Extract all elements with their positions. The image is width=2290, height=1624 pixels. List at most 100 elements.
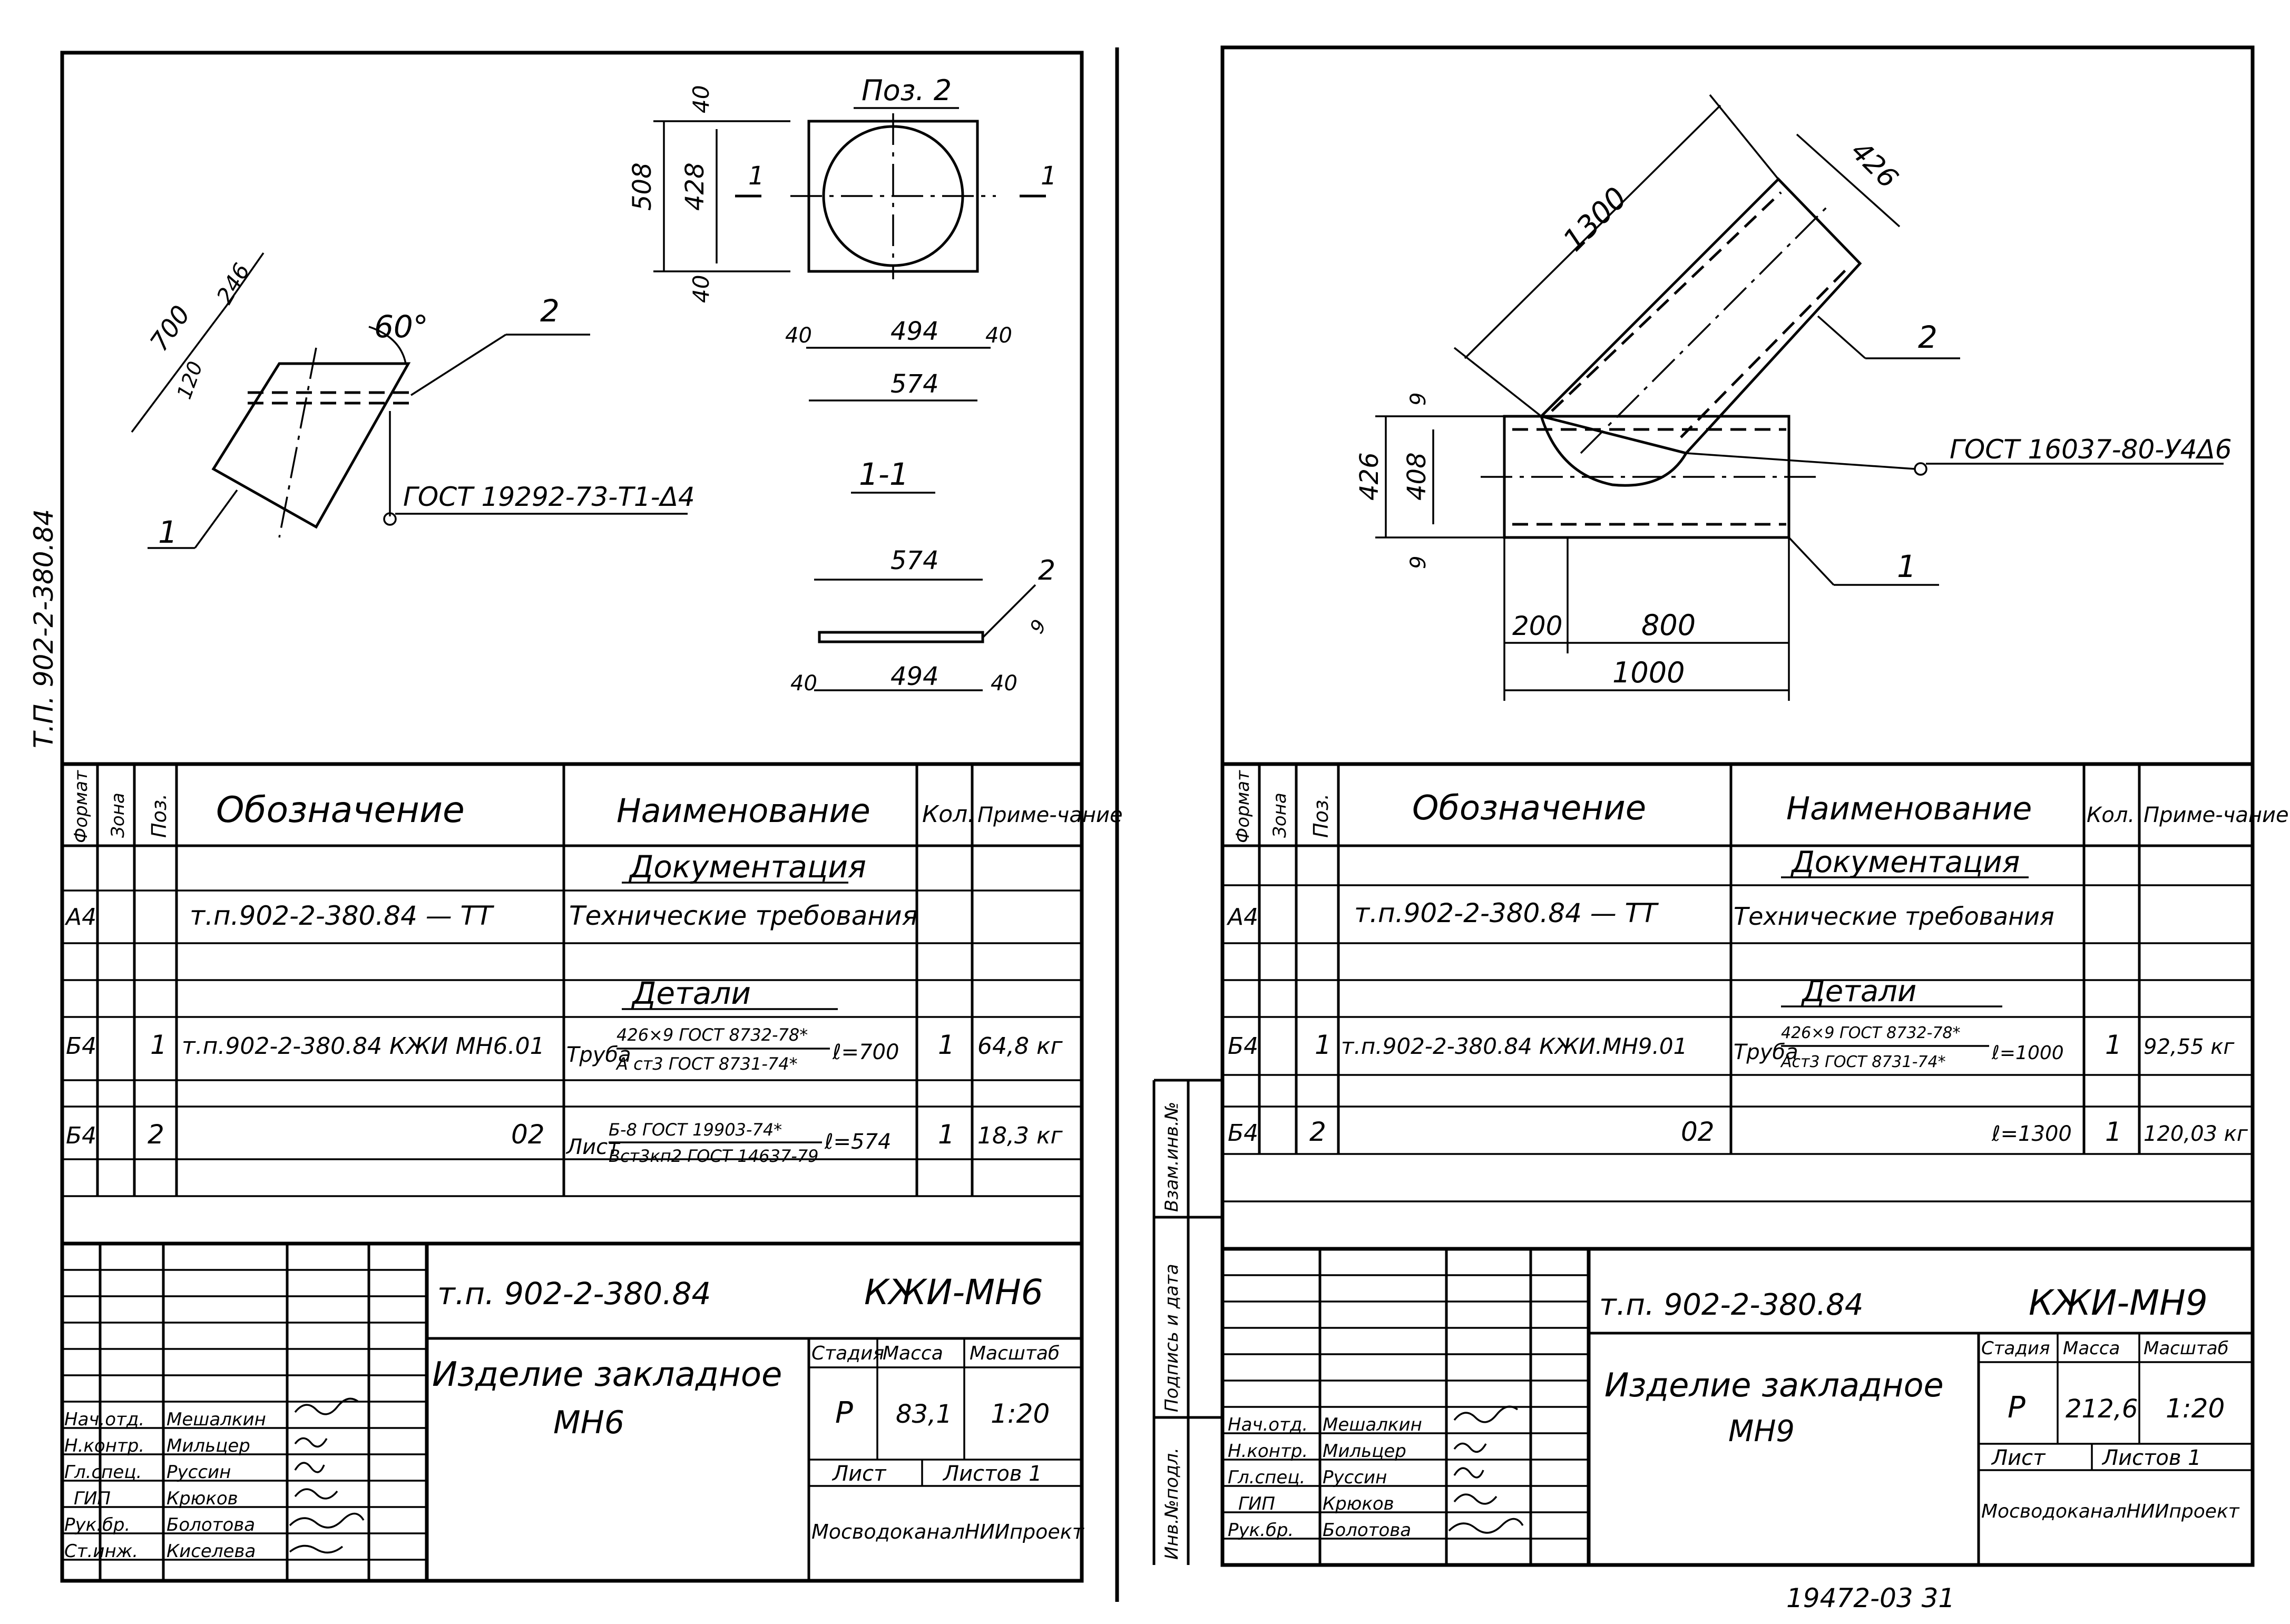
row-format: Б4: [1228, 1120, 1258, 1147]
row-format: Б4: [66, 1122, 96, 1149]
header-name: Наименование: [1786, 790, 2032, 827]
tb-person: Руссин: [167, 1462, 231, 1483]
signature: [294, 1397, 359, 1415]
dim-line-246: [226, 252, 265, 307]
tb-role: Н.контр.: [1228, 1441, 1308, 1462]
tb-title-mark: МН6: [553, 1404, 624, 1441]
signature: [294, 1437, 328, 1448]
tb-org: МосводоканалНИИпроект: [1981, 1501, 2240, 1522]
branch-center-line: [1580, 204, 1829, 454]
tb-scale: 1:20: [2166, 1393, 2225, 1424]
tb-stage-header: Стадия: [1981, 1338, 2050, 1359]
signature: [1448, 1518, 1524, 1534]
angle-arc: [368, 326, 407, 364]
branch-inner-line: [1680, 268, 1848, 438]
tb-role: Н.контр.: [64, 1435, 144, 1456]
section-docs: Документация: [1790, 845, 2020, 879]
leader-line-2: [1817, 315, 1866, 359]
dim-246: 246: [211, 259, 255, 308]
row-pos: 2: [148, 1119, 164, 1150]
row-format: Б4: [1228, 1033, 1258, 1060]
tb-mass-header: Масса: [883, 1343, 943, 1364]
ext-line: [1709, 94, 1779, 180]
tb-person: Болотова: [167, 1514, 255, 1535]
row-qty: 1: [2105, 1030, 2122, 1060]
left-spec-table: Формат Зона Поз. Обозначение Наименовани…: [62, 762, 1123, 1246]
tb-role: Гл.спец.: [1228, 1467, 1305, 1488]
row-name: Технические требования: [1734, 902, 2054, 931]
section-docs: Документация: [628, 849, 866, 885]
angle-60: 60°: [374, 309, 428, 345]
section-details: Детали: [631, 975, 751, 1011]
section-label: 1-1: [859, 456, 909, 492]
row-note: 120,03 кг: [2144, 1122, 2248, 1146]
stamp-sign-date: Подпись и дата: [1161, 1264, 1182, 1412]
dim-40-bottom: 40: [688, 275, 714, 303]
row-name-length: ℓ=1300: [1991, 1122, 2072, 1146]
signature: [294, 1488, 338, 1500]
dim-494-section: 494: [890, 662, 939, 691]
tb-person: Крюков: [167, 1488, 238, 1509]
leader-label-1: 1: [1897, 549, 1916, 584]
section-mark-label-right: 1: [1041, 161, 1057, 191]
signature: [1453, 1467, 1484, 1479]
dim-574-section: 574: [890, 546, 939, 575]
signature: [289, 1544, 344, 1554]
tb-person: Киселева: [167, 1541, 256, 1562]
header-designation: Обозначение: [216, 789, 465, 831]
leader-line-1: [1788, 536, 1835, 586]
signature: [1453, 1493, 1498, 1505]
tb-sheet-label: Лист: [1991, 1446, 2046, 1470]
tb-title-mark: МН9: [1728, 1414, 1795, 1449]
signature: [1453, 1442, 1487, 1453]
dim-508: 508: [628, 162, 657, 211]
header-zone: Зона: [107, 793, 129, 838]
row-name-length: ℓ=1000: [1991, 1042, 2064, 1064]
left-inclined-pipe-view: 700 246 120 60° 2 1 ГОСТ 19292-73-Т1-Δ4: [131, 252, 695, 550]
plate-section: [818, 631, 984, 643]
header-pos: Поз.: [1309, 794, 1333, 838]
row-designation: 02: [511, 1119, 545, 1150]
weld-mark-icon: [383, 512, 397, 526]
row-name-main: Труба: [566, 1043, 631, 1067]
header-note: Приме-чание: [2144, 803, 2289, 827]
dim-574: 574: [890, 369, 939, 399]
stamp-orig-inv: Инв.№подл.: [1161, 1447, 1182, 1560]
row-name-main: Труба: [1734, 1040, 1798, 1064]
row-name-top: 426×9 ГОСТ 8732-78*: [616, 1025, 808, 1045]
tb-person: Мильцер: [167, 1435, 250, 1456]
dim-9-top: 9: [1406, 393, 1431, 406]
dim-40-right: 40: [985, 324, 1012, 348]
dim-40-section-right: 40: [991, 671, 1017, 696]
tb-role: Ст.инж.: [64, 1541, 138, 1562]
left-plate-view: Поз. 2 1 1 508 428 40 40 494 40 40 574: [628, 74, 1057, 402]
row-designation: т.п.902-2-380.84 КЖИ МН6.01: [182, 1033, 545, 1060]
row-name-bottom: Вст3кп2 ГОСТ 14637-79: [609, 1146, 818, 1166]
stamp-replace-inv: Взам.инв.№: [1161, 1102, 1182, 1212]
dim-700: 700: [144, 300, 196, 357]
weld-leader: [1686, 452, 1916, 470]
header-designation: Обозначение: [1412, 789, 1646, 828]
leader-label-2: 2: [1918, 319, 1937, 355]
bottom-note: 19472-03 31: [1786, 1583, 1955, 1613]
dim-494: 494: [890, 317, 939, 346]
dim-120: 120: [172, 358, 207, 402]
header-format: Формат: [71, 770, 92, 843]
leader-line-1: [194, 489, 238, 549]
tb-title: Изделие закладное: [432, 1355, 782, 1394]
tb-person: Мешалкин: [167, 1409, 266, 1430]
center-line: [278, 347, 317, 538]
tb-mass: 212,6: [2066, 1394, 2138, 1424]
dim-40-section-left: 40: [790, 671, 817, 696]
weld-note: ГОСТ 19292-73-Т1-Δ4: [403, 482, 695, 512]
header-qty: Кол.: [922, 801, 975, 828]
tb-scale: 1:20: [991, 1398, 1050, 1429]
right-tee-pipe-view: 1300 426 2 ГОСТ 16037-80-У4Δ6 1 426 408 …: [1355, 94, 2232, 701]
dim-428: 428: [680, 162, 710, 211]
row-name-bottom: Аст3 ГОСТ 8731-74*: [1780, 1053, 1946, 1071]
tb-person: Болотова: [1323, 1520, 1411, 1541]
header-pos: Поз.: [148, 794, 171, 838]
signature: [1453, 1405, 1519, 1423]
signature: [294, 1462, 325, 1473]
